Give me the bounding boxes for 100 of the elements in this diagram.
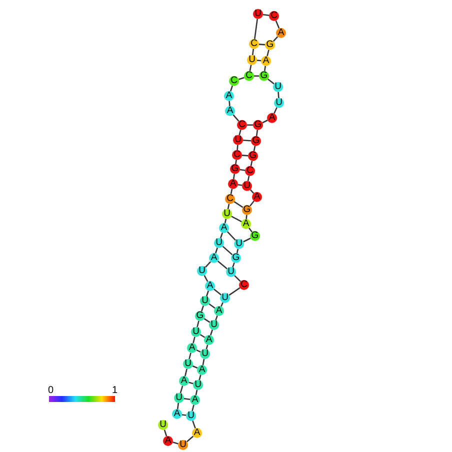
backbone-line [184, 368, 188, 376]
nucleotide-circle: U [222, 209, 232, 219]
backbone-line [268, 78, 274, 84]
nucleotide-circle: U [178, 440, 188, 450]
nucleotide-circle: C [225, 194, 235, 204]
base-pair-line [240, 169, 246, 171]
nucleotide-circle: G [265, 40, 275, 50]
nucleotide-circle: U [209, 320, 219, 330]
nucleotide-circle: U [214, 238, 224, 248]
nucleotide-circle: A [204, 335, 214, 345]
nucleotide-circle: A [241, 219, 251, 229]
nucleotide-circle: C [249, 39, 259, 49]
scale-label: 0 [48, 385, 54, 396]
nucleotide-circle: A [190, 395, 200, 405]
backbone-line [228, 287, 240, 296]
base-pair-line [226, 231, 236, 241]
base-pair-line [234, 201, 244, 208]
backbone-line [275, 20, 280, 29]
nucleotide-circle: U [273, 82, 283, 92]
backbone-line [274, 107, 278, 114]
backbone-line [243, 238, 251, 242]
nucleotide-circle: U [220, 293, 230, 303]
backbone-line [232, 114, 240, 122]
nucleotide-circle: A [187, 343, 197, 353]
backbone-line [164, 430, 168, 436]
base-pair-line [196, 350, 201, 352]
base-pair-line [214, 288, 222, 296]
nucleotide-circle: A [172, 409, 182, 419]
backbone-line [264, 66, 266, 72]
nucleotide-circle: A [224, 91, 234, 101]
nucleotide-circle: A [209, 253, 219, 263]
nucleotide-circle: U [174, 393, 184, 403]
base-pair-line [208, 303, 216, 309]
backbone-line [249, 64, 252, 72]
backbone-line [220, 232, 224, 238]
backbone-line [192, 420, 196, 428]
backbone-line [176, 402, 180, 410]
backbone-line [235, 160, 237, 164]
backbone-line [220, 302, 224, 307]
nucleotide-circle: C [244, 71, 254, 81]
nucleotide-circle: U [191, 327, 201, 337]
nucleotide-circle: A [205, 281, 215, 291]
nucleotide-circle: U [183, 359, 193, 369]
nucleotide-circle: C [245, 166, 255, 176]
backbone-line [206, 290, 210, 296]
nucleotide-circle: U [274, 98, 284, 108]
nucleotide-circle: A [261, 56, 271, 66]
backbone-line [250, 189, 254, 194]
backbone-line [204, 261, 212, 268]
backbone-line [253, 146, 256, 152]
backbone-line [180, 386, 184, 394]
nucleotide-circle: U [158, 420, 168, 430]
backbone-line [254, 18, 258, 40]
nucleotide-circle: U [242, 181, 252, 191]
backbone-line [278, 92, 280, 98]
base-pair-line [182, 414, 186, 416]
nucleotide-circle: A [228, 179, 238, 189]
base-pair-line [242, 140, 252, 142]
nucleotide-circle: A [179, 376, 189, 386]
scale-label: 1 [112, 385, 118, 396]
backbone-line [228, 100, 230, 106]
nucleotide-circle: G [230, 164, 240, 174]
nucleotide-circle: A [163, 436, 173, 446]
nucleotide-circle: G [251, 136, 261, 146]
backbone-line [200, 306, 204, 312]
backbone-line [238, 130, 242, 136]
nucleotide-circle: A [267, 113, 277, 123]
backbone-line [252, 48, 254, 56]
base-pair-line [258, 44, 266, 46]
backbone-line [232, 262, 235, 268]
nucleotide-circle: A [197, 365, 207, 375]
base-pair-line [217, 260, 228, 270]
nucleotide-circle: G [195, 311, 205, 321]
backbone-line [210, 330, 214, 336]
nucleotide-circle: U [197, 266, 207, 276]
nucleotide-circle: G [242, 205, 252, 215]
nucleotide-circle: U [200, 349, 210, 359]
nucleotide-circle: A [225, 106, 235, 116]
nucleotide-circle: U [200, 296, 210, 306]
nucleotide-circle: U [186, 411, 196, 421]
nucleotide-circle: U [226, 267, 236, 277]
nucleotide-circle: U [253, 9, 263, 19]
backbone-line [233, 174, 235, 180]
nucleotide-circle: C [239, 280, 249, 290]
backbone-line [215, 316, 218, 320]
nucleotide-circle: U [247, 55, 257, 65]
base-pair-line [204, 318, 210, 323]
nucleotide-circle: G [231, 253, 241, 263]
nucleotide-circle: G [253, 120, 263, 130]
backbone-line [186, 436, 194, 442]
base-pair-line [238, 184, 242, 186]
backbone-line [262, 14, 270, 16]
nucleotide-circle: C [269, 11, 279, 21]
nucleotide-circle: C [229, 76, 239, 86]
nucleotide-circle: G [248, 151, 258, 161]
backbone-line [204, 275, 208, 282]
nucleotide-circle: A [276, 28, 286, 38]
backbone-line [238, 76, 244, 80]
backbone-line [236, 248, 239, 254]
backbone-line [272, 36, 278, 42]
